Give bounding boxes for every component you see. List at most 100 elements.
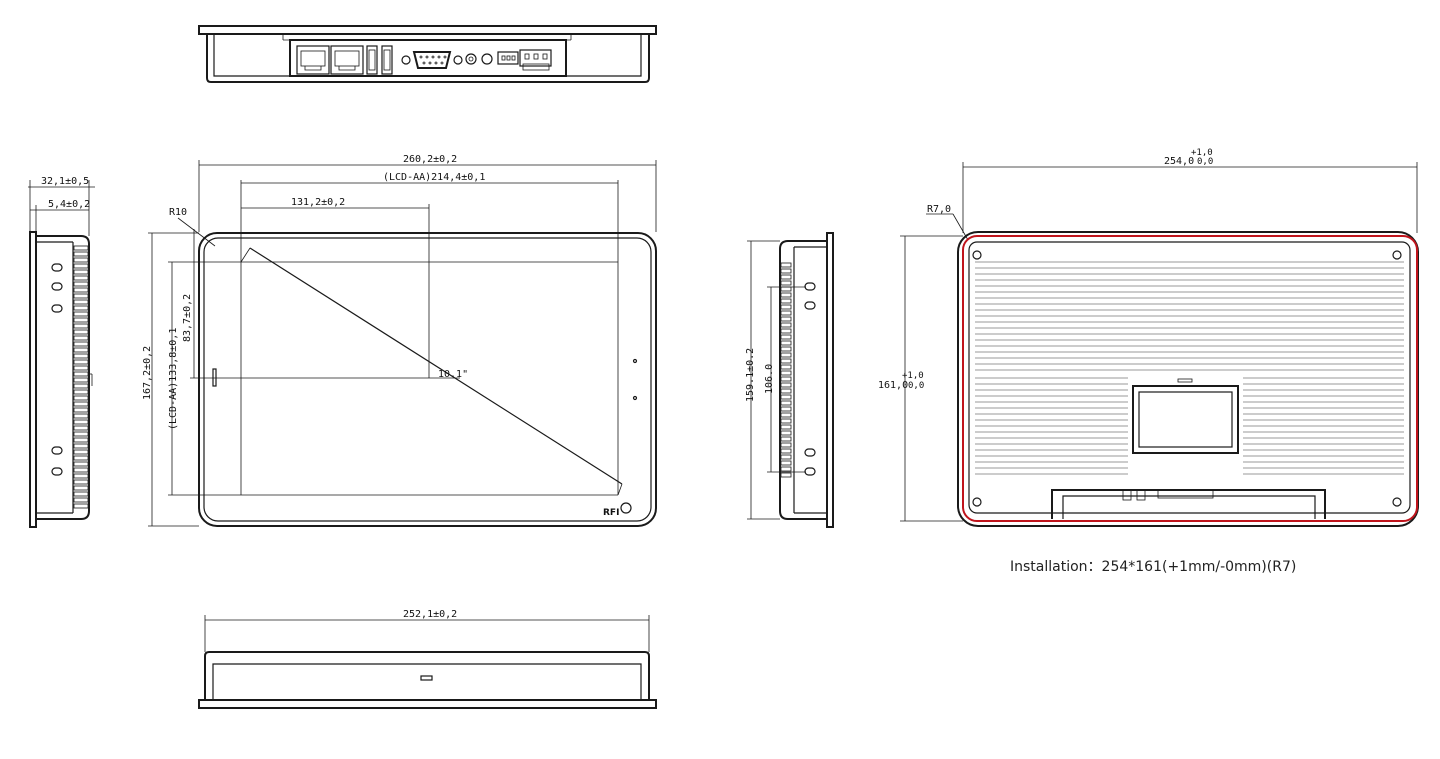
diagonal-label: 10.1" bbox=[438, 369, 468, 380]
vent-slot bbox=[780, 268, 792, 274]
vent-slot bbox=[780, 286, 792, 292]
heatsink-fins bbox=[975, 261, 1404, 475]
vent-slot bbox=[73, 467, 89, 473]
vent-slot bbox=[73, 347, 89, 353]
vent-slot bbox=[73, 269, 89, 275]
vent-slot bbox=[73, 317, 89, 323]
vent-slot bbox=[73, 401, 89, 407]
vent-slot bbox=[780, 364, 792, 370]
vent-slot bbox=[73, 341, 89, 347]
cutout-width-tol-minus: 0,0 bbox=[1197, 157, 1213, 167]
bottom-width-dimension: 252,1±0,2 bbox=[403, 609, 457, 620]
vent-slot bbox=[780, 304, 792, 310]
cutout-radius-label: R7,0 bbox=[927, 204, 951, 215]
vent-slot bbox=[780, 310, 792, 316]
vent-slot bbox=[73, 491, 89, 497]
vent-slot bbox=[73, 503, 89, 509]
vent-slot bbox=[780, 274, 792, 280]
vent-slot bbox=[780, 292, 792, 298]
front-view bbox=[148, 160, 657, 527]
vent-slot bbox=[780, 328, 792, 334]
vent-slot bbox=[780, 376, 792, 382]
cutout-height-tol-minus: 0,0 bbox=[908, 381, 924, 391]
vent-slot bbox=[73, 299, 89, 305]
vent-slot bbox=[73, 245, 89, 251]
vent-slot bbox=[73, 311, 89, 317]
left-side-vents bbox=[73, 245, 89, 509]
vent-slot bbox=[780, 394, 792, 400]
vent-slot bbox=[780, 430, 792, 436]
vent-slot bbox=[73, 395, 89, 401]
vent-slot bbox=[780, 406, 792, 412]
bottom-view bbox=[198, 615, 657, 709]
installation-note: Installation：254*161(+1mm/-0mm)(R7) bbox=[1010, 559, 1297, 575]
vent-slot bbox=[780, 448, 792, 454]
vent-slot bbox=[780, 400, 792, 406]
center-height-dimension: 83,7±0,2 bbox=[182, 294, 193, 342]
vent-slot bbox=[780, 262, 792, 268]
vent-slot bbox=[73, 329, 89, 335]
vent-slot bbox=[780, 346, 792, 352]
cutout-width-tol-plus: +1,0 bbox=[1191, 148, 1213, 158]
vent-slot bbox=[780, 352, 792, 358]
vent-slot bbox=[73, 455, 89, 461]
vent-slot bbox=[73, 293, 89, 299]
vent-slot bbox=[780, 460, 792, 466]
vent-slot bbox=[73, 383, 89, 389]
vent-slot bbox=[73, 497, 89, 503]
vent-slot bbox=[780, 466, 792, 472]
right-side-vents bbox=[780, 262, 792, 478]
brand-logo: RFI bbox=[603, 508, 619, 518]
vent-slot bbox=[73, 365, 89, 371]
vent-slot bbox=[780, 298, 792, 304]
vent-slot bbox=[73, 323, 89, 329]
vent-slot bbox=[780, 412, 792, 418]
left-side-view bbox=[28, 180, 95, 528]
vent-slot bbox=[73, 485, 89, 491]
vent-slot bbox=[73, 437, 89, 443]
vent-slot bbox=[73, 431, 89, 437]
vent-slot bbox=[780, 382, 792, 388]
vent-slot bbox=[73, 281, 89, 287]
left-side-slots bbox=[51, 263, 63, 476]
vent-slot bbox=[780, 334, 792, 340]
vent-slot bbox=[73, 353, 89, 359]
vent-slot bbox=[73, 377, 89, 383]
vent-slot bbox=[780, 280, 792, 286]
vent-slot bbox=[73, 449, 89, 455]
vent-slot bbox=[73, 287, 89, 293]
vent-slot bbox=[73, 275, 89, 281]
vent-slot bbox=[73, 257, 89, 263]
width-dimension: 260,2±0,2 bbox=[403, 154, 457, 165]
vent-slot bbox=[73, 335, 89, 341]
cutout-width-dimension: 254,0 bbox=[1164, 156, 1194, 167]
vent-slot bbox=[73, 305, 89, 311]
depth-dimension: 32,1±0,5 bbox=[41, 176, 89, 187]
cutout-height-tol-plus: +1,0 bbox=[902, 371, 924, 381]
center-offset-dimension: 131,2±0,2 bbox=[291, 197, 345, 208]
vent-slot bbox=[73, 425, 89, 431]
vent-slot bbox=[780, 472, 792, 478]
vent-slot bbox=[73, 389, 89, 395]
lcd-width-dimension: (LCD-AA)214,4±0,1 bbox=[383, 172, 485, 183]
corner-radius-label: R10 bbox=[169, 207, 187, 218]
vent-slot bbox=[73, 473, 89, 479]
vent-slot bbox=[780, 370, 792, 376]
vent-slot bbox=[780, 322, 792, 328]
vent-slot bbox=[780, 454, 792, 460]
side-height-dimension: 159.1±0.2 bbox=[745, 348, 756, 402]
vent-slot bbox=[73, 461, 89, 467]
lcd-height-dimension: (LCD-AA)133,8±0,1 bbox=[168, 328, 179, 430]
top-view bbox=[198, 25, 657, 83]
right-side-slots bbox=[804, 282, 816, 476]
installation-cutout-outline bbox=[962, 235, 1418, 522]
back-view bbox=[900, 162, 1419, 527]
vent-slot bbox=[780, 436, 792, 442]
right-side-view bbox=[747, 232, 834, 528]
vent-slot bbox=[780, 418, 792, 424]
bezel-dimension: 5,4±0,2 bbox=[48, 199, 90, 210]
vent-slot bbox=[73, 263, 89, 269]
vent-slot bbox=[73, 371, 89, 377]
vent-slot bbox=[73, 479, 89, 485]
